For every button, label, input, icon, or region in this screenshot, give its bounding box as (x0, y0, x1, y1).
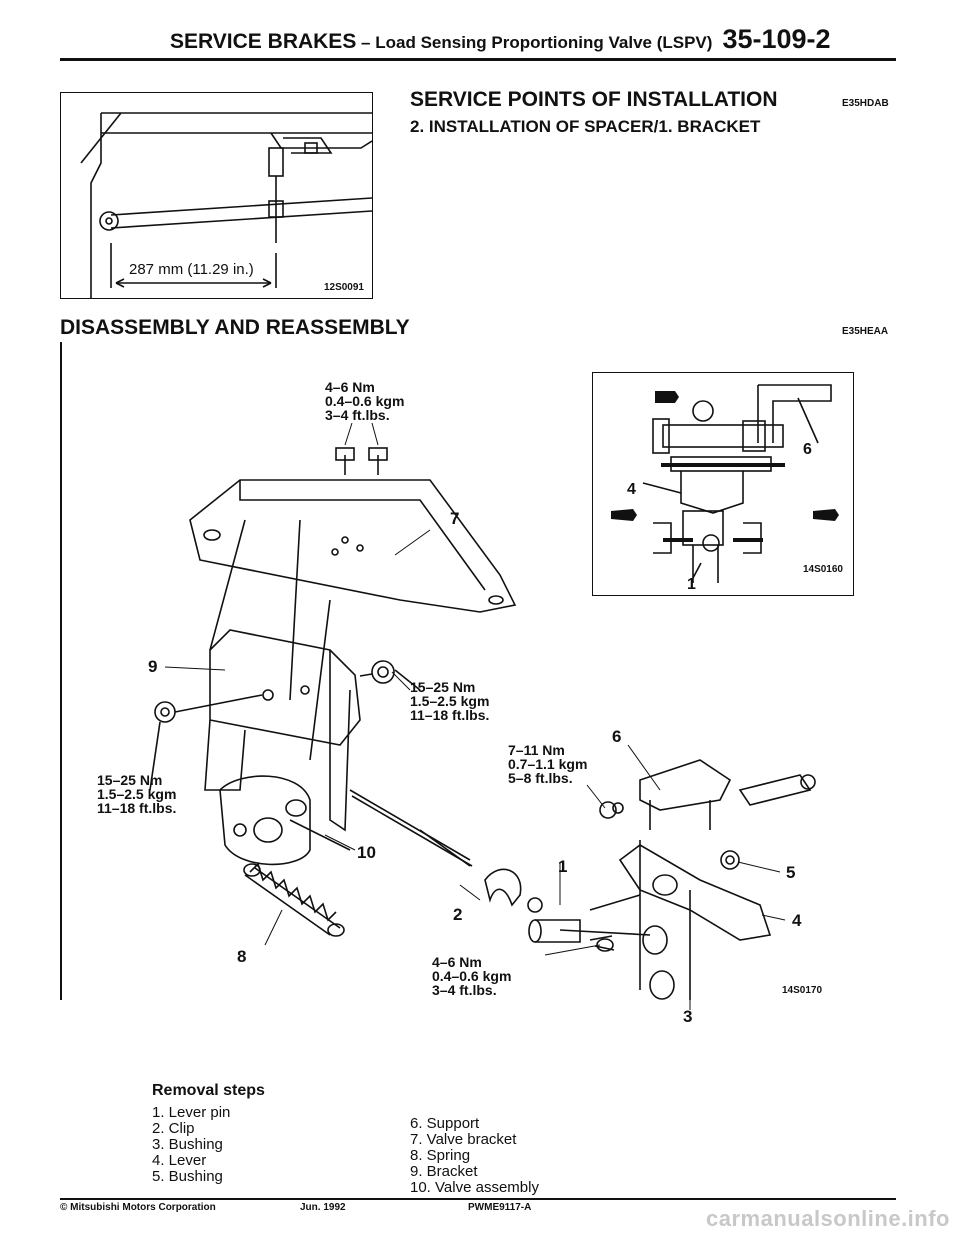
figure-lever-detail: 6 4 1 14S0160 (592, 372, 854, 596)
removal-step-9: 9. Bracket (410, 1163, 478, 1180)
figure-id-14s0170: 14S0170 (782, 985, 823, 996)
removal-steps-title: Removal steps (152, 1082, 265, 1099)
callout-9: 9 (148, 657, 158, 676)
disassembly-code: E35HEAA (842, 326, 889, 337)
callout-4: 4 (792, 911, 802, 930)
torque-lever: 7–11 Nm 0.7–1.1 kgm 5–8 ft.lbs. (508, 742, 588, 786)
footer-date: Jun. 1992 (300, 1202, 346, 1213)
callout-10: 10 (357, 843, 376, 862)
callout-6: 6 (612, 727, 622, 746)
removal-step-4: 4. Lever (152, 1152, 207, 1169)
lever-detail-drawing (611, 384, 839, 583)
callout-5: 5 (786, 863, 796, 882)
callout-8: 8 (237, 947, 247, 966)
removal-step-8: 8. Spring (410, 1147, 471, 1164)
spacer-dimension-label: 287 mm (11.29 in.) (129, 261, 254, 278)
callout-1: 1 (558, 857, 568, 876)
service-points-step: 2. INSTALLATION OF SPACER/1. BRACKET (410, 117, 761, 136)
callout-3: 3 (683, 1007, 693, 1026)
removal-step-3: 3. Bushing (152, 1136, 223, 1153)
removal-step-2: 2. Clip (152, 1120, 195, 1137)
removal-step-7: 7. Valve bracket (410, 1131, 517, 1148)
spacer-measurement-drawing (80, 112, 372, 298)
footer-code: PWME9117-A (468, 1202, 532, 1213)
removal-step-5: 5. Bushing (152, 1168, 223, 1185)
footer-copyright: © Mitsubishi Motors Corporation (60, 1202, 216, 1213)
footer-rule (60, 1198, 896, 1200)
callout-7: 7 (450, 509, 460, 528)
header-section: SERVICE BRAKES (170, 30, 357, 53)
section-left-rule (60, 342, 62, 1000)
detail-callout-6: 6 (803, 441, 812, 458)
torque-top: 4–6 Nm 0.4–0.6 kgm 3–4 ft.lbs. (325, 379, 405, 423)
detail-callout-4: 4 (627, 481, 636, 498)
disassembly-title: DISASSEMBLY AND REASSEMBLY (60, 316, 410, 339)
figure-id-12s0091: 12S0091 (323, 282, 364, 293)
figure-spacer-measurement: 287 mm (11.29 in.) 12S0091 (60, 92, 373, 299)
figure-id-14s0160: 14S0160 (802, 564, 843, 575)
removal-steps-left: 1. Lever pin 2. Clip 3. Bushing 4. Lever… (152, 1105, 230, 1185)
service-points-title: SERVICE POINTS OF INSTALLATION (410, 88, 778, 111)
removal-step-10: 10. Valve assembly (410, 1179, 539, 1196)
removal-step-1: 1. Lever pin (152, 1104, 231, 1121)
header-subtitle: Load Sensing Proportioning Valve (LSPV) (375, 33, 713, 52)
removal-step-6: 6. Support (410, 1115, 480, 1132)
header-rule (60, 58, 896, 61)
torque-mid-right: 15–25 Nm 1.5–2.5 kgm 11–18 ft.lbs. (410, 679, 490, 723)
torque-bottom: 4–6 Nm 0.4–0.6 kgm 3–4 ft.lbs. (432, 954, 512, 998)
page-header: SERVICE BRAKES – Load Sensing Proportion… (170, 24, 831, 55)
watermark: carmanualsonline.info (706, 1206, 950, 1231)
header-separator: – (356, 33, 376, 52)
detail-callout-1: 1 (687, 576, 696, 593)
torque-left: 15–25 Nm 1.5–2.5 kgm 11–18 ft.lbs. (97, 772, 177, 816)
removal-steps-right: 6. Support 7. Valve bracket 8. Spring 9.… (410, 1116, 539, 1196)
service-points-code: E35HDAB (842, 98, 889, 109)
callout-2: 2 (453, 905, 463, 924)
page-number: 35-109-2 (722, 24, 831, 54)
